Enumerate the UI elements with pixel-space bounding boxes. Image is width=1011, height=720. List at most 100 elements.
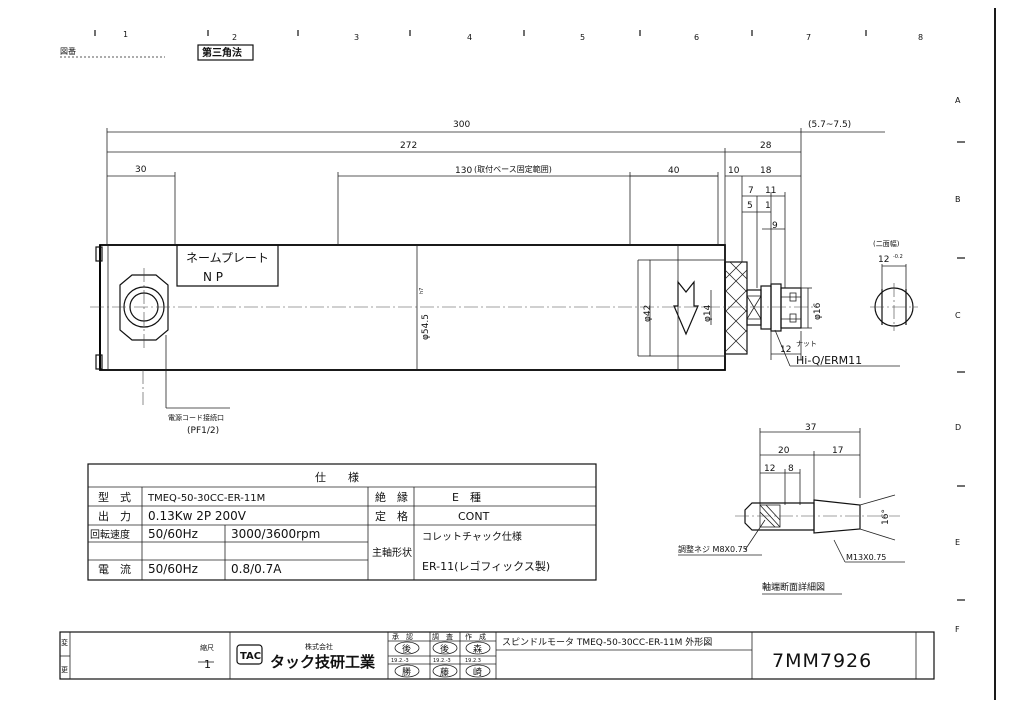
title-block: 変 更 縮尺 1 TAC 株式会社 タック技研工業 承 認 調 査 作 成 後 … xyxy=(59,631,935,680)
spec-row-model-val: TMEQ-50-30CC-ER-11M xyxy=(147,493,265,504)
projection-box xyxy=(197,44,254,61)
dim-5: 5 xyxy=(747,201,753,211)
zone-number-3: 3 xyxy=(354,33,359,42)
company-name: タック技研工業 xyxy=(270,653,376,671)
spec-row-speed-freq: 50/60Hz xyxy=(148,527,198,541)
dim-dia-16: φ16 xyxy=(813,302,823,320)
zone-number-6: 6 xyxy=(694,33,699,42)
zone-letters: A B C D E F xyxy=(955,96,965,634)
dim-dia-54-5: φ54.5 xyxy=(421,314,431,340)
drawing-number-label: 図番 xyxy=(60,46,76,56)
dim-dia-14: φ14 xyxy=(703,304,713,322)
detail-title: 軸端断面詳細図 xyxy=(762,581,825,593)
nameplate-label-jp: ネームプレート xyxy=(186,251,269,265)
spec-row-current-key: 電 流 xyxy=(98,562,131,576)
spec-table: 仕 様 型 式 TMEQ-50-30CC-ER-11M 絶 縁 E 種 出 力 … xyxy=(87,463,597,581)
cord-fitting-hex xyxy=(119,274,169,341)
detail-dim-12: 12 xyxy=(764,464,775,474)
thread-label: M13X0.75 xyxy=(846,553,886,562)
dim-10: 10 xyxy=(728,166,740,176)
approval-stamp-1: 後 xyxy=(402,643,411,655)
dim-130: 130 xyxy=(455,166,472,176)
cord-port-size: (PF1/2) xyxy=(187,426,219,436)
zone-number-4: 4 xyxy=(467,33,472,42)
nameplate-outline xyxy=(176,245,279,287)
flats-value: 12 xyxy=(878,255,889,265)
dim-130-note: (取付ベース固定範囲) xyxy=(474,164,552,174)
shaft-end-detail: 37 20 17 12 8 16° xyxy=(735,423,905,563)
zone-number-8: 8 xyxy=(918,33,923,42)
spec-row-output-key: 出 力 xyxy=(98,509,131,523)
spec-row-current-freq: 50/60Hz xyxy=(148,562,198,576)
spec-row-insulation-key: 絶 縁 xyxy=(375,490,408,504)
dim-dia-42: φ42 xyxy=(643,305,653,322)
detail-dim-17: 17 xyxy=(832,446,843,456)
dim-7: 7 xyxy=(748,186,754,196)
spec-table-title: 仕 様 xyxy=(315,470,359,484)
approval-date-1: 19.2.-3 xyxy=(391,658,409,664)
zone-number-1: 1 xyxy=(123,30,128,39)
spec-row-rating-key: 定 格 xyxy=(375,509,408,523)
approval-date-3: 19.2.3 xyxy=(465,658,481,664)
detail-angle: 16° xyxy=(881,509,891,525)
dim-28: 28 xyxy=(760,141,772,151)
dim-18: 18 xyxy=(760,166,772,176)
drawing-number: 7MM7926 xyxy=(772,650,872,672)
detail-dim-37: 37 xyxy=(805,423,816,433)
nut-part-number: Hi-Q/ERM11 xyxy=(796,354,862,367)
zone-letter-a: A xyxy=(955,96,961,105)
spec-row-speed-key: 回転速度 xyxy=(90,528,130,541)
change-mark-b: 更 xyxy=(61,666,68,674)
approval-stamp-3: 森 xyxy=(473,643,482,655)
dim-40: 40 xyxy=(668,166,680,176)
zone-letter-c: C xyxy=(955,311,961,320)
zone-number-7: 7 xyxy=(806,33,811,42)
spec-row-output-val: 0.13Kw 2P 200V xyxy=(148,509,247,523)
nut-label: ナット xyxy=(796,340,817,348)
zone-letter-b: B xyxy=(955,195,961,204)
flats-tolerance: -0.2 xyxy=(893,254,903,260)
dim-1: 1 xyxy=(765,201,771,211)
approval-date-2: 19.2.-3 xyxy=(433,658,451,664)
motor-side-view: ネームプレート N P xyxy=(90,244,815,405)
approval-stamp-2: 後 xyxy=(440,643,449,655)
rotation-arrow xyxy=(673,280,699,336)
dim-300: 300 xyxy=(453,120,470,130)
company-prefix: 株式会社 xyxy=(305,642,333,651)
detail-dim-8: 8 xyxy=(788,464,794,474)
zone-numbers: 1 2 3 4 5 6 7 8 xyxy=(94,30,923,42)
zone-number-2: 2 xyxy=(232,33,237,42)
company-logo: TAC xyxy=(240,651,261,662)
projection-method: 第三角法 xyxy=(202,46,242,59)
company-logo-box xyxy=(236,644,263,665)
dimension-lines xyxy=(106,128,900,409)
spec-row-spindle-key: 主軸形状 xyxy=(372,546,412,559)
spec-row-speed-val: 3000/3600rpm xyxy=(231,527,320,541)
collet-nut xyxy=(770,283,782,332)
change-mark-a: 変 xyxy=(61,638,68,647)
adjust-screw-label: 調整ネジ M8X0.75 xyxy=(678,544,748,554)
cord-port-label: 電源コード接続口 xyxy=(168,413,224,422)
spec-row-rating-val: CONT xyxy=(458,510,490,523)
scale-value: 1 xyxy=(204,658,211,671)
approval-stamp-6: 崎 xyxy=(473,666,482,678)
scale-label: 縮尺 xyxy=(200,643,214,652)
spec-row-current-val: 0.8/0.7A xyxy=(231,562,282,576)
spec-row-spindle-val2: ER-11(レゴフィックス製) xyxy=(422,559,550,573)
spec-row-spindle-val1: コレットチャック仕様 xyxy=(422,530,522,543)
dim-11: 11 xyxy=(765,186,776,196)
approval-stamp-5: 藤 xyxy=(440,666,449,678)
detail-dim-20: 20 xyxy=(778,446,790,456)
dim-272: 272 xyxy=(400,141,417,151)
dim-nut-range: (5.7~7.5) xyxy=(808,120,851,130)
spec-row-model-key: 型 式 xyxy=(98,490,131,504)
zone-letter-d: D xyxy=(955,423,961,432)
drawing-title: スピンドルモータ TMEQ-50-30CC-ER-11M 外形図 xyxy=(502,636,712,648)
flats-note: (二面幅) xyxy=(873,239,900,248)
dim-30: 30 xyxy=(135,165,147,175)
dim-9: 9 xyxy=(772,221,778,231)
dimension-labels: 300 (5.7~7.5) 272 28 30 130 (取付ベース固定範囲) … xyxy=(135,120,851,355)
dim-12: 12 xyxy=(780,345,791,355)
